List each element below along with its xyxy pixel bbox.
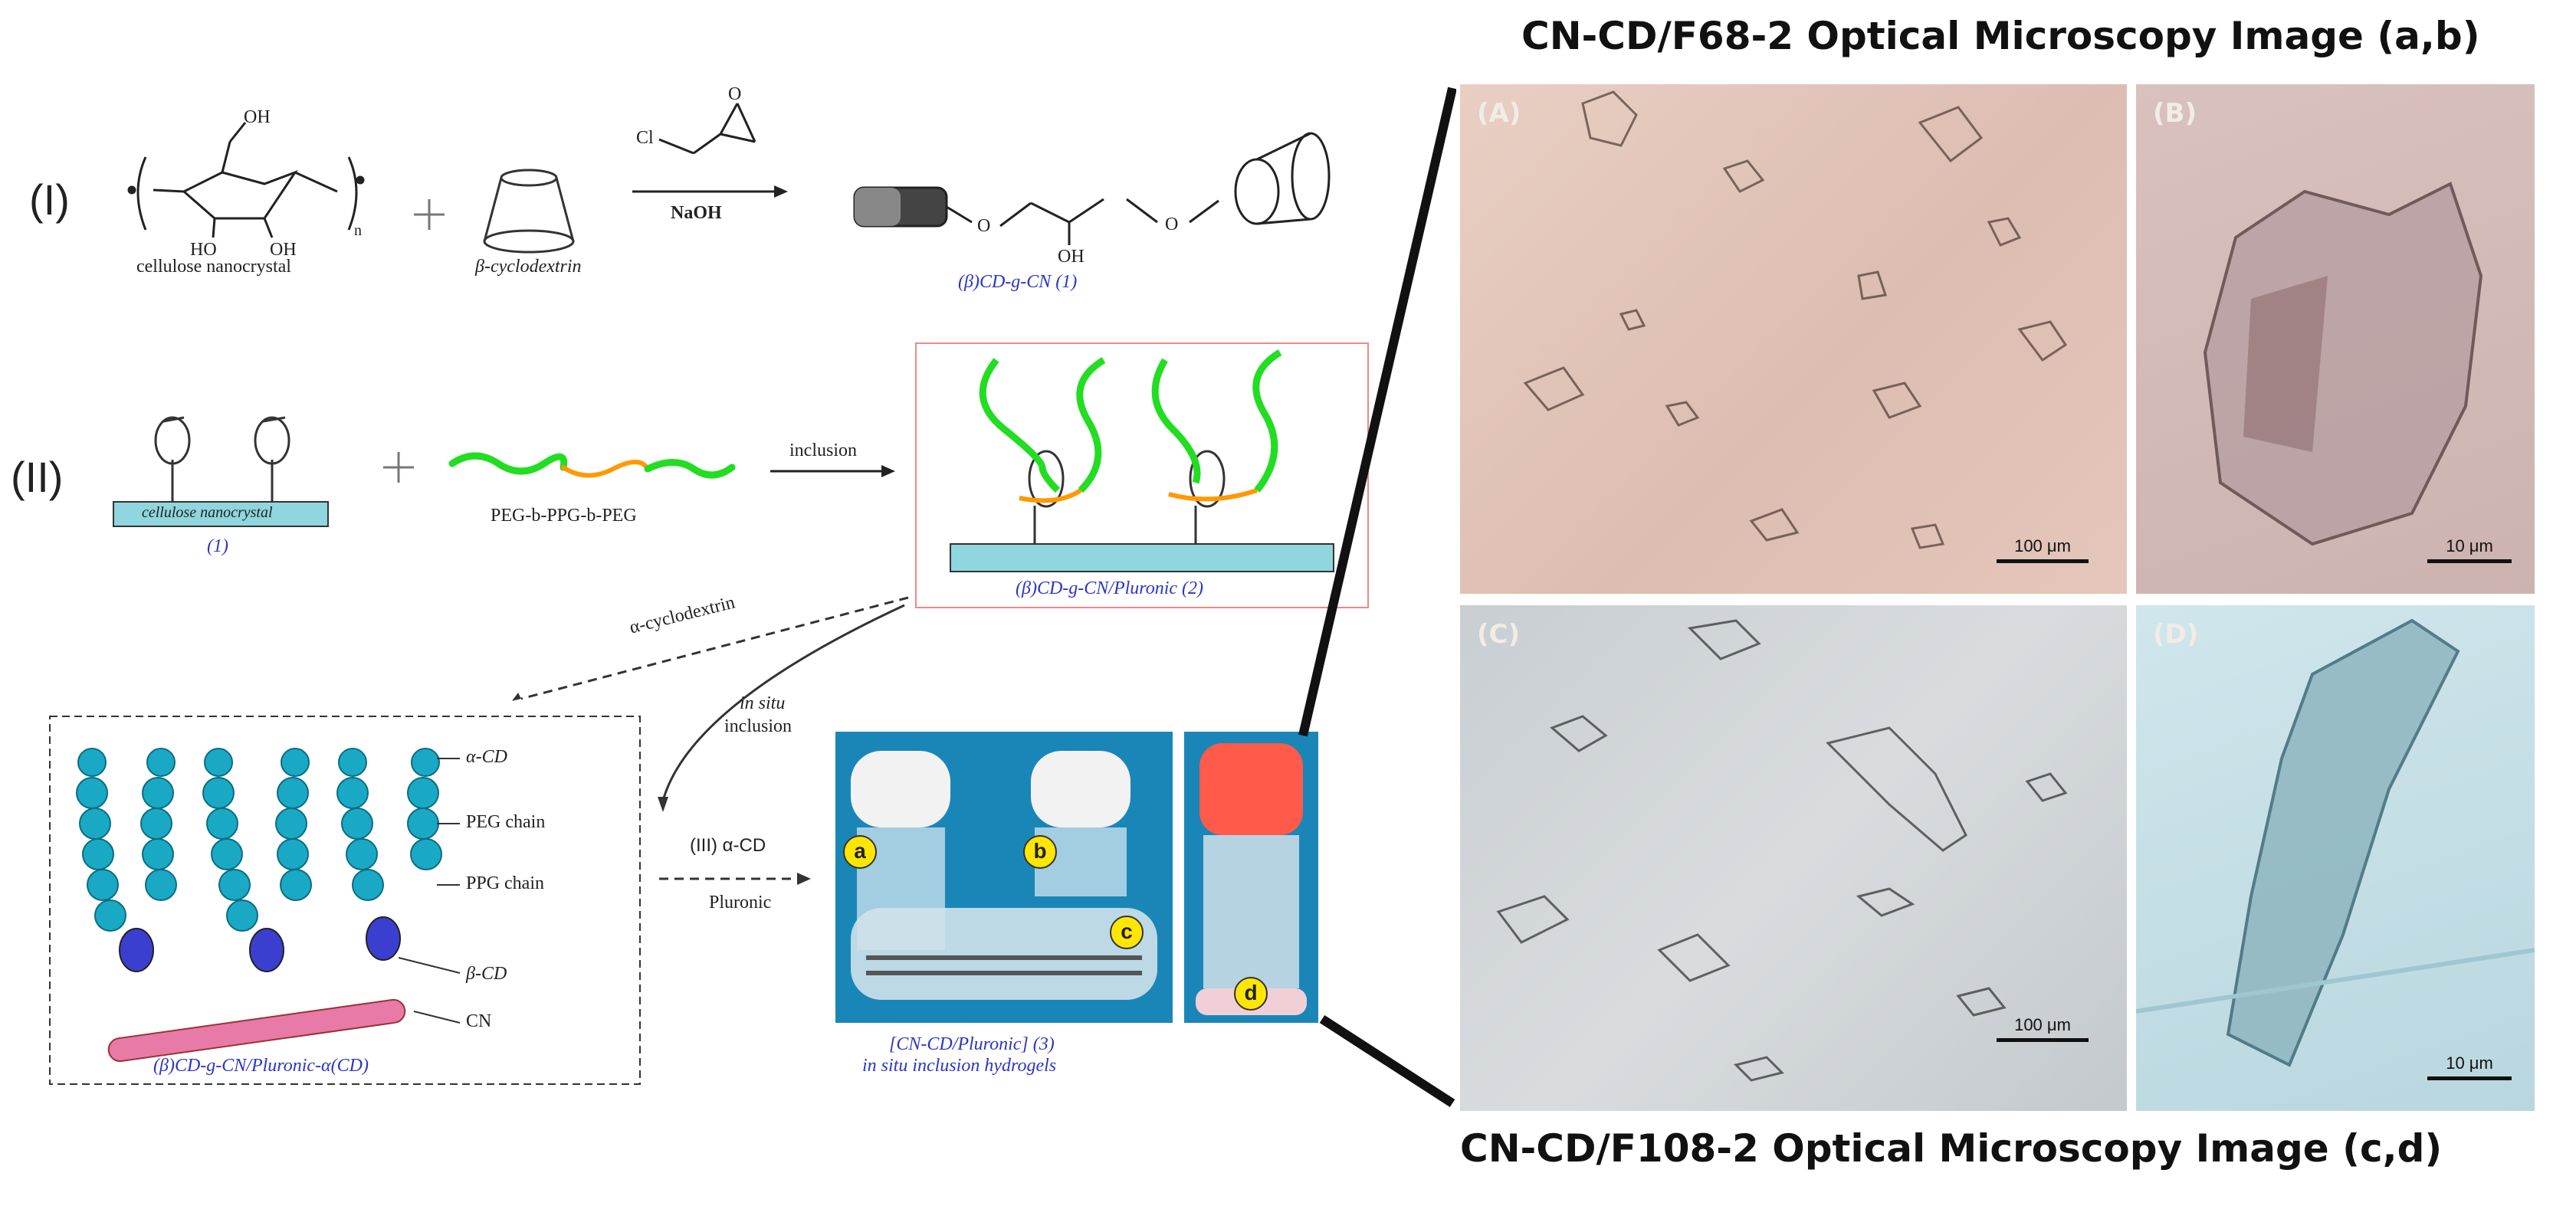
vial-badge-c: c xyxy=(1110,916,1144,949)
product-oh: OH xyxy=(1058,247,1085,267)
micro-panel-a: (A) 100 μm xyxy=(1460,84,2127,594)
panel-b-label: (B) xyxy=(2153,98,2197,129)
insitu-label-1: in situ xyxy=(740,693,786,713)
oh-right: OH xyxy=(270,240,297,260)
panel-c-label: (C) xyxy=(1477,619,1521,650)
cellulose-label: cellulose nanocrystal xyxy=(136,257,291,277)
panel-a-label: (A) xyxy=(1477,98,1521,129)
reagent-cl: Cl xyxy=(636,128,654,148)
panel-b-scale-bar xyxy=(2427,559,2512,563)
legend-peg-chain: PEG chain xyxy=(466,812,546,832)
subscript-n: n xyxy=(354,222,362,239)
insitu-label-2: inclusion xyxy=(724,716,792,736)
product-o2: O xyxy=(1165,215,1179,234)
beta-cd-label: β-cyclodextrin xyxy=(475,257,582,277)
alpha-cd-beads xyxy=(76,748,442,932)
panel-a-scale: 100 μm xyxy=(1997,536,2089,563)
product-1-label: (β)CD-g-CN (1) xyxy=(958,272,1078,292)
row-label-2: (II) xyxy=(11,453,64,501)
beta-cd-rings xyxy=(119,916,401,972)
row-label-1: (I) xyxy=(29,175,70,224)
epichlorohydrin xyxy=(658,103,756,155)
oh-top: OH xyxy=(244,107,271,127)
product-2-box xyxy=(915,342,1369,608)
scheme-drawing xyxy=(49,87,1456,1108)
micro-title-top: CN-CD/F68-2 Optical Microscopy Image (a,… xyxy=(1521,14,2480,58)
product-o1: O xyxy=(977,216,991,236)
cn-bar-label: cellulose nanocrystal xyxy=(142,504,273,521)
ho-left: HO xyxy=(190,240,217,260)
panel-d-scale: 10 μm xyxy=(2427,1053,2512,1080)
legend-beta-cd: β-CD xyxy=(466,964,507,984)
panel-c-scale: 100 μm xyxy=(1997,1015,2089,1042)
panel-d-scale-text: 10 μm xyxy=(2446,1053,2493,1073)
hydrogel-label-1: [CN-CD/Pluronic] (3) xyxy=(889,1034,1055,1054)
micro-panel-d: (D) 10 μm xyxy=(2136,605,2535,1111)
panel-d-scale-bar xyxy=(2427,1076,2512,1080)
vial-badge-a: a xyxy=(843,835,877,869)
panel-c-scale-text: 100 μm xyxy=(2014,1015,2071,1034)
inclusion-label: inclusion xyxy=(789,441,857,460)
panel-c-scale-bar xyxy=(1997,1038,2089,1042)
panel-a-scale-bar xyxy=(1997,559,2089,563)
beta-cd-cone xyxy=(483,169,575,254)
panel-a-scale-text: 100 μm xyxy=(2014,536,2071,555)
final-complex-label: (β)CD-g-CN/Pluronic-α(CD) xyxy=(153,1056,369,1076)
micro-panel-c: (C) 100 μm xyxy=(1460,605,2127,1111)
legend-cn: CN xyxy=(466,1011,492,1031)
legend-alpha-cd: α-CD xyxy=(466,747,507,767)
step3-label: (III) α-CD xyxy=(690,835,766,856)
final-complex-box xyxy=(49,716,641,1085)
cn-number: (1) xyxy=(207,536,228,556)
panel-d-label: (D) xyxy=(2153,619,2199,650)
polymer-label: PEG-b-PPG-b-PEG xyxy=(491,506,637,526)
vial-badge-d: d xyxy=(1234,977,1268,1011)
hydrogel-label-2: in situ inclusion hydrogels xyxy=(862,1056,1057,1076)
panel-b-scale: 10 μm xyxy=(2427,536,2512,563)
micro-title-bottom: CN-CD/F108-2 Optical Microscopy Image (c… xyxy=(1460,1126,2443,1171)
cellulose-structure xyxy=(127,122,365,238)
pluronic-label: Pluronic xyxy=(709,893,772,912)
cn-rod xyxy=(107,998,406,1063)
product-2-label: (β)CD-g-CN/Pluronic (2) xyxy=(1016,578,1204,598)
micro-panel-b: (B) 10 μm xyxy=(2136,84,2535,594)
cn-bar xyxy=(113,501,329,527)
condition-naoh: NaOH xyxy=(671,203,722,223)
panel-b-scale-text: 10 μm xyxy=(2446,536,2493,555)
reagent-o: O xyxy=(728,84,742,104)
legend-ppg-chain: PPG chain xyxy=(466,873,544,893)
vial-badge-b: b xyxy=(1023,835,1057,869)
product-1 xyxy=(853,132,1331,245)
cn-with-cd xyxy=(154,416,290,509)
